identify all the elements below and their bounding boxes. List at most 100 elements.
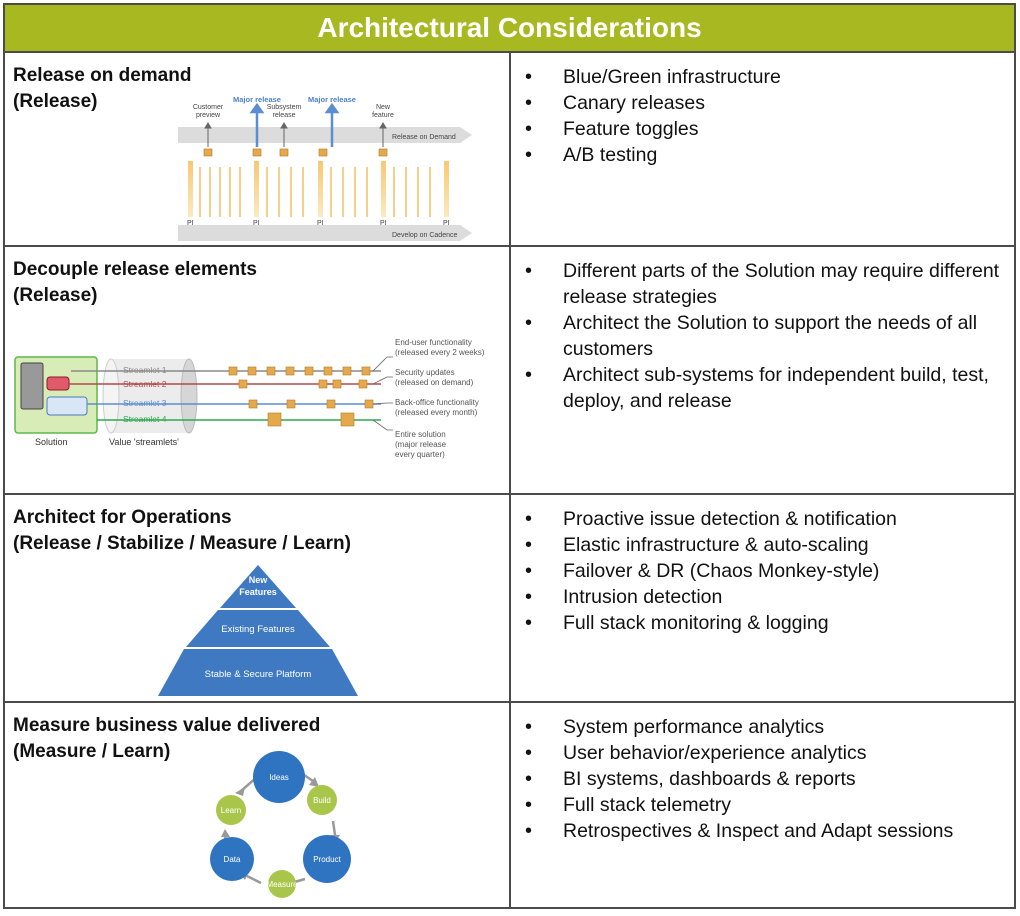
row-subtitle: (Release) bbox=[13, 91, 98, 112]
list-item: Architect the Solution to support the ne… bbox=[521, 310, 1006, 362]
streamlet-note: (released on demand) bbox=[395, 378, 474, 387]
list-item: Different parts of the Solution may requ… bbox=[521, 258, 1006, 310]
row-title: Measure business value delivered bbox=[13, 715, 321, 736]
row-heading: Architect for Operations (Release / Stab… bbox=[13, 505, 351, 557]
list-item: Failover & DR (Chaos Monkey-style) bbox=[521, 558, 1006, 584]
customer-preview-label: preview bbox=[196, 112, 221, 119]
row-heading: Release on demand (Release) bbox=[13, 63, 191, 115]
row-subtitle: (Release) bbox=[13, 285, 98, 306]
subsystem-release-label: release bbox=[273, 112, 296, 119]
row-architect-for-operations: Architect for Operations (Release / Stab… bbox=[5, 495, 1014, 703]
row-subtitle: (Release / Stabilize / Measure / Learn) bbox=[13, 533, 351, 554]
list-item: A/B testing bbox=[521, 142, 1006, 168]
streamlets-diagram: Solution Value 'streamlets' Streamlet 1 … bbox=[14, 338, 485, 459]
row-title: Architect for Operations bbox=[13, 507, 232, 528]
major-release-label: Major release bbox=[308, 95, 356, 104]
streamlet-note: Back-office functionality bbox=[395, 398, 479, 407]
svg-text:Security updates(released on d: Security updates(released on demand) bbox=[395, 368, 474, 387]
streamlet-note: Entire solution bbox=[395, 430, 446, 439]
list-item: Architect sub-systems for independent bu… bbox=[521, 362, 1006, 414]
row-right-cell: Blue/Green infrastructure Canary release… bbox=[511, 53, 1014, 245]
new-feature-label: feature bbox=[372, 112, 394, 119]
tier-new-features: Features bbox=[239, 587, 277, 597]
list-item: User behavior/experience analytics bbox=[521, 740, 1006, 766]
bullet-list: Proactive issue detection & notification… bbox=[521, 506, 1006, 636]
row-left-cell: Decouple release elements (Release) Solu… bbox=[5, 247, 511, 493]
release-on-demand-diagram: Release on Demand Develop on Cadence PI bbox=[178, 95, 472, 241]
svg-text:End-user functionality(release: End-user functionality(released every 2 … bbox=[395, 338, 485, 357]
row-right-cell: Proactive issue detection & notification… bbox=[511, 495, 1014, 701]
streamlet-2-label: Streamlet 2 bbox=[123, 379, 167, 389]
pi-label: PI bbox=[380, 220, 387, 227]
row-heading: Decouple release elements (Release) bbox=[13, 257, 257, 309]
row-left-cell: Architect for Operations (Release / Stab… bbox=[5, 495, 511, 701]
streamlet-4-label: Streamlet 4 bbox=[123, 414, 167, 424]
streamlet-3-label: Streamlet 3 bbox=[123, 398, 167, 408]
develop-on-cadence-label: Develop on Cadence bbox=[392, 232, 457, 239]
list-item: Elastic infrastructure & auto-scaling bbox=[521, 532, 1006, 558]
cycle-node-data: Data bbox=[224, 855, 241, 864]
pi-label: PI bbox=[317, 220, 324, 227]
tier-stable-platform: Stable & Secure Platform bbox=[205, 669, 312, 680]
major-release-label: Major release bbox=[233, 95, 281, 104]
row-heading: Measure business value delivered (Measur… bbox=[13, 713, 320, 765]
row-title: Decouple release elements bbox=[13, 259, 257, 280]
bullet-list: Different parts of the Solution may requ… bbox=[521, 258, 1006, 414]
release-on-demand-label: Release on Demand bbox=[392, 134, 456, 141]
list-item: Proactive issue detection & notification bbox=[521, 506, 1006, 532]
streamlet-1-label: Streamlet 1 bbox=[123, 365, 167, 375]
subsystem-release-label: Subsystem bbox=[267, 104, 302, 111]
row-subtitle: (Measure / Learn) bbox=[13, 741, 171, 762]
streamlet-note: (released every month) bbox=[395, 408, 478, 417]
list-item: Full stack monitoring & logging bbox=[521, 610, 1006, 636]
tier-existing-features: Existing Features bbox=[221, 624, 295, 635]
learning-cycle-diagram: Ideas Build Product Measure Data Learn bbox=[210, 751, 351, 898]
streamlet-note: Security updates bbox=[395, 368, 455, 377]
pi-label: PI bbox=[443, 220, 450, 227]
row-title: Release on demand bbox=[13, 65, 192, 86]
row-measure-business-value: Measure business value delivered (Measur… bbox=[5, 703, 1014, 907]
tier-new-features: New bbox=[249, 575, 269, 585]
list-item: Retrospectives & Inspect and Adapt sessi… bbox=[521, 818, 1006, 844]
svg-text:Back-office functionality(rele: Back-office functionality(released every… bbox=[395, 398, 479, 417]
row-decouple-release: Decouple release elements (Release) Solu… bbox=[5, 247, 1014, 495]
list-item: BI systems, dashboards & reports bbox=[521, 766, 1006, 792]
customer-preview-label: Customer bbox=[193, 104, 224, 111]
list-item: Full stack telemetry bbox=[521, 792, 1006, 818]
pi-label: PI bbox=[187, 220, 194, 227]
list-item: Canary releases bbox=[521, 90, 1006, 116]
considerations-table: Architectural Considerations Release on … bbox=[3, 3, 1016, 909]
pi-label: PI bbox=[253, 220, 260, 227]
row-left-cell: Release on demand (Release) Release on D… bbox=[5, 53, 511, 245]
row-release-on-demand: Release on demand (Release) Release on D… bbox=[5, 53, 1014, 247]
cycle-node-measure: Measure bbox=[266, 880, 298, 889]
row-right-cell: Different parts of the Solution may requ… bbox=[511, 247, 1014, 493]
table-header: Architectural Considerations bbox=[5, 5, 1014, 53]
streamlet-note: (major release bbox=[395, 440, 447, 449]
streamlet-note: End-user functionality bbox=[395, 338, 472, 347]
new-feature-label: New bbox=[376, 104, 391, 111]
list-item: Feature toggles bbox=[521, 116, 1006, 142]
cycle-node-product: Product bbox=[313, 855, 341, 864]
streamlets-label: Value 'streamlets' bbox=[109, 437, 179, 447]
list-item: Intrusion detection bbox=[521, 584, 1006, 610]
bullet-list: System performance analytics User behavi… bbox=[521, 714, 1006, 844]
bullet-list: Blue/Green infrastructure Canary release… bbox=[521, 64, 1006, 168]
streamlet-note: every quarter) bbox=[395, 450, 445, 459]
cycle-node-learn: Learn bbox=[221, 806, 241, 815]
cycle-node-build: Build bbox=[313, 796, 331, 805]
row-right-cell: System performance analytics User behavi… bbox=[511, 703, 1014, 907]
list-item: System performance analytics bbox=[521, 714, 1006, 740]
table-title: Architectural Considerations bbox=[317, 12, 702, 43]
cycle-node-ideas: Ideas bbox=[269, 773, 289, 782]
row-left-cell: Measure business value delivered (Measur… bbox=[5, 703, 511, 907]
streamlet-note: (released every 2 weeks) bbox=[395, 348, 485, 357]
list-item: Blue/Green infrastructure bbox=[521, 64, 1006, 90]
solution-label: Solution bbox=[35, 437, 68, 447]
